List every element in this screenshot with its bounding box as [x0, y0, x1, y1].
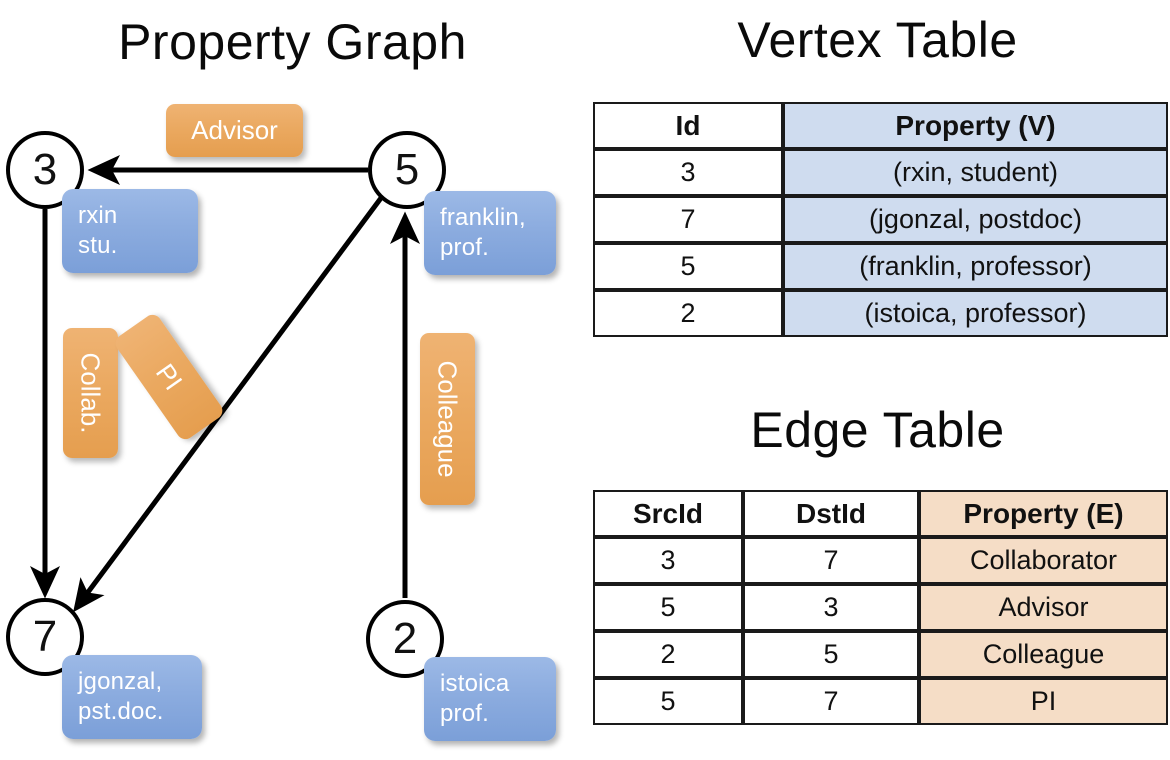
graph-node-3-label: 3 [32, 145, 58, 194]
edge-table-header-row: SrcId DstId Property (E) [593, 490, 1168, 537]
table-row[interactable]: 7 (jgonzal, postdoc) [593, 196, 1168, 243]
edge-label-advisor-text: Advisor [191, 115, 278, 145]
vertex-property-jgonzal-line2: pst.doc. [78, 698, 164, 725]
graph-node-7-label: 7 [32, 612, 58, 661]
edge-label-advisor[interactable]: Advisor [166, 104, 303, 157]
table-row[interactable]: 2 5 Colleague [593, 631, 1168, 678]
table-row[interactable]: 3 7 Collaborator [593, 537, 1168, 584]
graph-node-5[interactable]: 5 [368, 131, 446, 209]
vertex-property-box-jgonzal[interactable]: jgonzal, pst.doc. [62, 655, 202, 739]
vertex-property-box-rxin[interactable]: rxin stu. [62, 189, 198, 273]
edge-row-3-dst: 7 [743, 678, 919, 725]
vertex-row-1-property: (jgonzal, postdoc) [783, 196, 1168, 243]
table-row[interactable]: 2 (istoica, professor) [593, 290, 1168, 337]
edge-row-2-dst: 5 [743, 631, 919, 678]
vertex-property-rxin-line1: rxin [78, 202, 118, 229]
edge-row-3-src: 5 [593, 678, 743, 725]
vertex-row-0-id: 3 [593, 149, 783, 196]
page-title-property-graph: Property Graph [118, 14, 467, 70]
vertex-row-0-property: (rxin, student) [783, 149, 1168, 196]
edge-row-1-property: Advisor [919, 584, 1168, 631]
graph-node-2-label: 2 [392, 614, 418, 663]
edge-row-0-property: Collaborator [919, 537, 1168, 584]
vertex-row-3-property: (istoica, professor) [783, 290, 1168, 337]
edge-label-collab[interactable]: Collab. [63, 328, 118, 458]
vertex-table-header-id: Id [593, 102, 783, 149]
page-title-edge-table: Edge Table [750, 402, 1005, 458]
vertex-property-box-istoica[interactable]: istoica prof. [424, 657, 556, 741]
vertex-property-rxin-line2: stu. [78, 232, 118, 259]
edge-row-3-property: PI [919, 678, 1168, 725]
vertex-property-franklin-line2: prof. [440, 234, 490, 261]
edge-label-collab-text: Collab. [75, 352, 106, 434]
edge-table-header-srcid: SrcId [593, 490, 743, 537]
vertex-row-1-id: 7 [593, 196, 783, 243]
edge-table-header-dstid: DstId [743, 490, 919, 537]
edge-table: SrcId DstId Property (E) 3 7 Collaborato… [593, 490, 1168, 725]
vertex-property-istoica-line2: prof. [440, 700, 490, 727]
edge-row-1-dst: 3 [743, 584, 919, 631]
edge-label-colleague[interactable]: Colleague [420, 333, 475, 505]
vertex-table-header-row: Id Property (V) [593, 102, 1168, 149]
edge-5-to-7-pi [73, 196, 384, 613]
vertex-table: Id Property (V) 3 (rxin, student) 7 (jgo… [593, 102, 1168, 337]
vertex-property-jgonzal-line1: jgonzal, [78, 668, 163, 695]
graph-node-2[interactable]: 2 [366, 600, 444, 678]
vertex-row-2-id: 5 [593, 243, 783, 290]
page-title-vertex-table: Vertex Table [737, 12, 1018, 68]
vertex-property-box-franklin[interactable]: franklin, prof. [424, 191, 556, 275]
table-row[interactable]: 5 3 Advisor [593, 584, 1168, 631]
table-row[interactable]: 5 7 PI [593, 678, 1168, 725]
vertex-row-2-property: (franklin, professor) [783, 243, 1168, 290]
edge-row-2-property: Colleague [919, 631, 1168, 678]
edge-row-0-dst: 7 [743, 537, 919, 584]
vertex-property-istoica-line1: istoica [440, 670, 510, 697]
edge-label-pi-text: PI [149, 358, 189, 396]
property-graph-panel: Property Graph 3 5 7 2 [6, 14, 556, 741]
edge-row-2-src: 2 [593, 631, 743, 678]
vertex-property-franklin-line1: franklin, [440, 204, 526, 231]
edge-row-1-src: 5 [593, 584, 743, 631]
vertex-table-header-property: Property (V) [783, 102, 1168, 149]
graph-node-5-label: 5 [394, 145, 420, 194]
edge-row-0-src: 3 [593, 537, 743, 584]
graph-edges-layer [30, 155, 420, 613]
table-row[interactable]: 5 (franklin, professor) [593, 243, 1168, 290]
vertex-row-3-id: 2 [593, 290, 783, 337]
table-row[interactable]: 3 (rxin, student) [593, 149, 1168, 196]
edge-label-colleague-text: Colleague [432, 360, 463, 478]
edge-table-header-property: Property (E) [919, 490, 1168, 537]
